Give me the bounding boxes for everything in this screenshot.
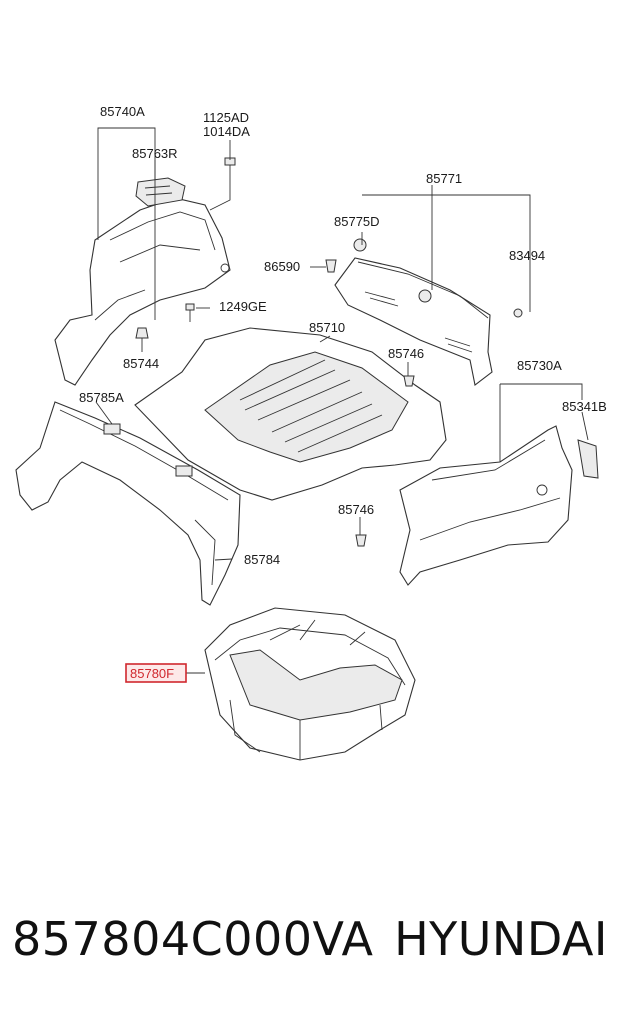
clip-85746-upper [403, 375, 415, 387]
luggage-floor-covering [134, 327, 447, 501]
label-85744: 85744 [123, 356, 159, 371]
label-85775D: 85775D [334, 214, 380, 229]
clip-85746-lower [355, 534, 367, 547]
label-86590: 86590 [264, 259, 300, 274]
label-85730A: 85730A [517, 358, 562, 373]
package-tray-trim [334, 238, 523, 386]
parts-diagram: 85740A 1125AD 1014DA 85763R 1249GE 85744… [15, 104, 607, 761]
brand-caption: HYUNDAI [394, 912, 608, 966]
label-85740A: 85740A [100, 104, 145, 119]
spare-wheel-tray [204, 607, 416, 761]
left-lower-side-trim [15, 401, 241, 606]
label-1125AD: 1125AD [203, 110, 249, 125]
part-number-caption: 857804C000VA [12, 912, 374, 966]
right-side-trim [399, 425, 599, 586]
label-83494: 83494 [509, 248, 545, 263]
label-85341B: 85341B [562, 399, 607, 414]
label-85763R: 85763R [132, 146, 178, 161]
label-85746-lower: 85746 [338, 502, 374, 517]
left-upper-trim-panel [54, 177, 231, 386]
bolt-1125AD [224, 157, 236, 178]
label-85746-upper: 85746 [388, 346, 424, 361]
label-1014DA: 1014DA [203, 124, 250, 139]
label-85785A: 85785A [79, 390, 124, 405]
highlighted-part-85780F: 85780F [125, 663, 187, 683]
label-1249GE: 1249GE [219, 299, 267, 314]
label-85780F: 85780F [130, 666, 174, 681]
leader-lines [95, 127, 589, 674]
clip-85744 [135, 327, 149, 339]
clip-86590 [325, 259, 337, 273]
screw-1249GE [185, 303, 195, 322]
label-85771: 85771 [426, 171, 462, 186]
label-85784: 85784 [244, 552, 280, 567]
label-85710: 85710 [309, 320, 345, 335]
